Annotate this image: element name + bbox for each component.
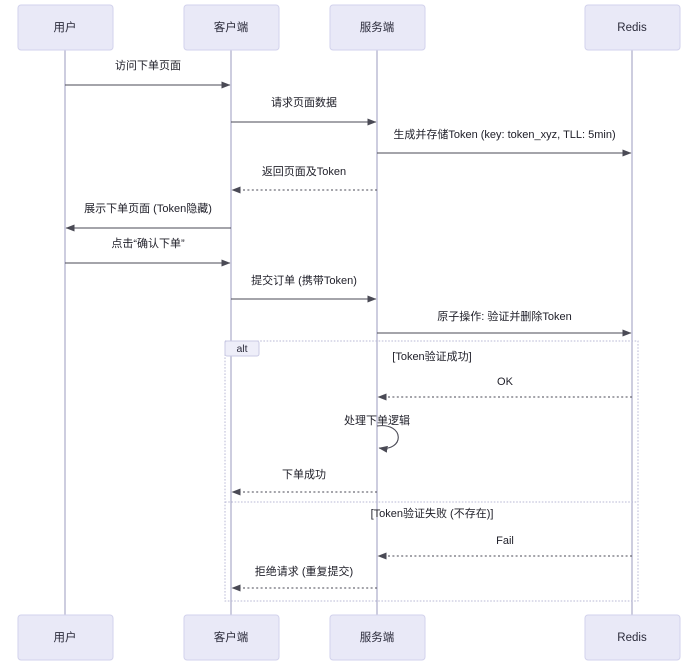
participant-label: Redis [617,632,647,644]
participant-label: 客户端 [214,20,249,34]
branch-message-b2: 处理下单逻辑 [344,413,410,453]
message-label: OK [497,376,514,388]
branch-message-b5: 拒绝请求 (重复提交) [231,564,377,592]
alt-frame-border [224,340,639,602]
participant-label: 客户端 [214,630,249,644]
message-label: 返回页面及Token [262,165,346,178]
message-label: 请求页面数据 [271,95,337,109]
message-label: 处理下单逻辑 [344,413,410,427]
alt-frame-tag-label: alt [236,343,247,355]
participant-box [329,4,426,51]
message-label: 拒绝请求 (重复提交) [255,564,353,578]
message-label: Fail [496,535,514,547]
participant-client-top[interactable]: 客户端 [183,4,280,51]
message-label: 提交订单 (携带Token) [251,273,357,287]
message-label: 点击“确认下单” [111,237,185,250]
branch-message-b4: Fail [377,535,632,560]
participant-server-top[interactable]: 服务端 [329,4,426,51]
participant-label: 用户 [54,20,77,34]
participant-label: 服务端 [360,630,395,644]
message-label: 生成并存储Token (key: token_xyz, TLL: 5min) [393,127,615,141]
message-m2: 请求页面数据 [231,95,377,126]
participant-user-bottom[interactable]: 用户 [17,614,114,661]
participant-box [183,614,280,661]
participant-box [17,4,114,51]
participant-user-top[interactable]: 用户 [17,4,114,51]
message-label: 展示下单页面 (Token隐藏) [84,202,212,215]
participant-box [17,614,114,661]
branch-message-b3: 下单成功 [231,468,377,496]
message-m8: 原子操作: 验证并删除Token [377,309,632,337]
alt-branch-condition-branch-success: [Token验证成功] [392,349,471,363]
message-m3: 生成并存储Token (key: token_xyz, TLL: 5min) [377,127,632,157]
participant-box [183,4,280,51]
message-m4: 返回页面及Token [231,165,377,194]
participant-box [329,614,426,661]
participant-redis-bottom[interactable]: Redis [584,614,681,661]
message-m1: 访问下单页面 [65,59,231,89]
message-label: 访问下单页面 [115,59,181,72]
participant-label: Redis [617,22,647,34]
message-m5: 展示下单页面 (Token隐藏) [65,202,231,232]
self-message-arrow [376,425,399,453]
message-label: 下单成功 [282,468,326,481]
participant-client-bottom[interactable]: 客户端 [183,614,280,661]
participant-box [584,4,681,51]
message-m7: 提交订单 (携带Token) [231,273,377,303]
alt-branch-condition-branch-fail: [Token验证失败 (不存在)] [371,506,494,520]
alt-frame-tag-box [224,340,260,357]
message-m6: 点击“确认下单” [65,237,231,267]
branch-message-b1: OK [377,376,632,401]
participant-box [584,614,681,661]
participant-server-bottom[interactable]: 服务端 [329,614,426,661]
participant-label: 服务端 [360,20,395,34]
alt-frame-layer: alt [Token验证成功] [Token验证失败 (不存在)] [224,340,639,602]
participant-label: 用户 [54,630,77,644]
participant-redis-top[interactable]: Redis [584,4,681,51]
message-label: 原子操作: 验证并删除Token [437,309,571,323]
